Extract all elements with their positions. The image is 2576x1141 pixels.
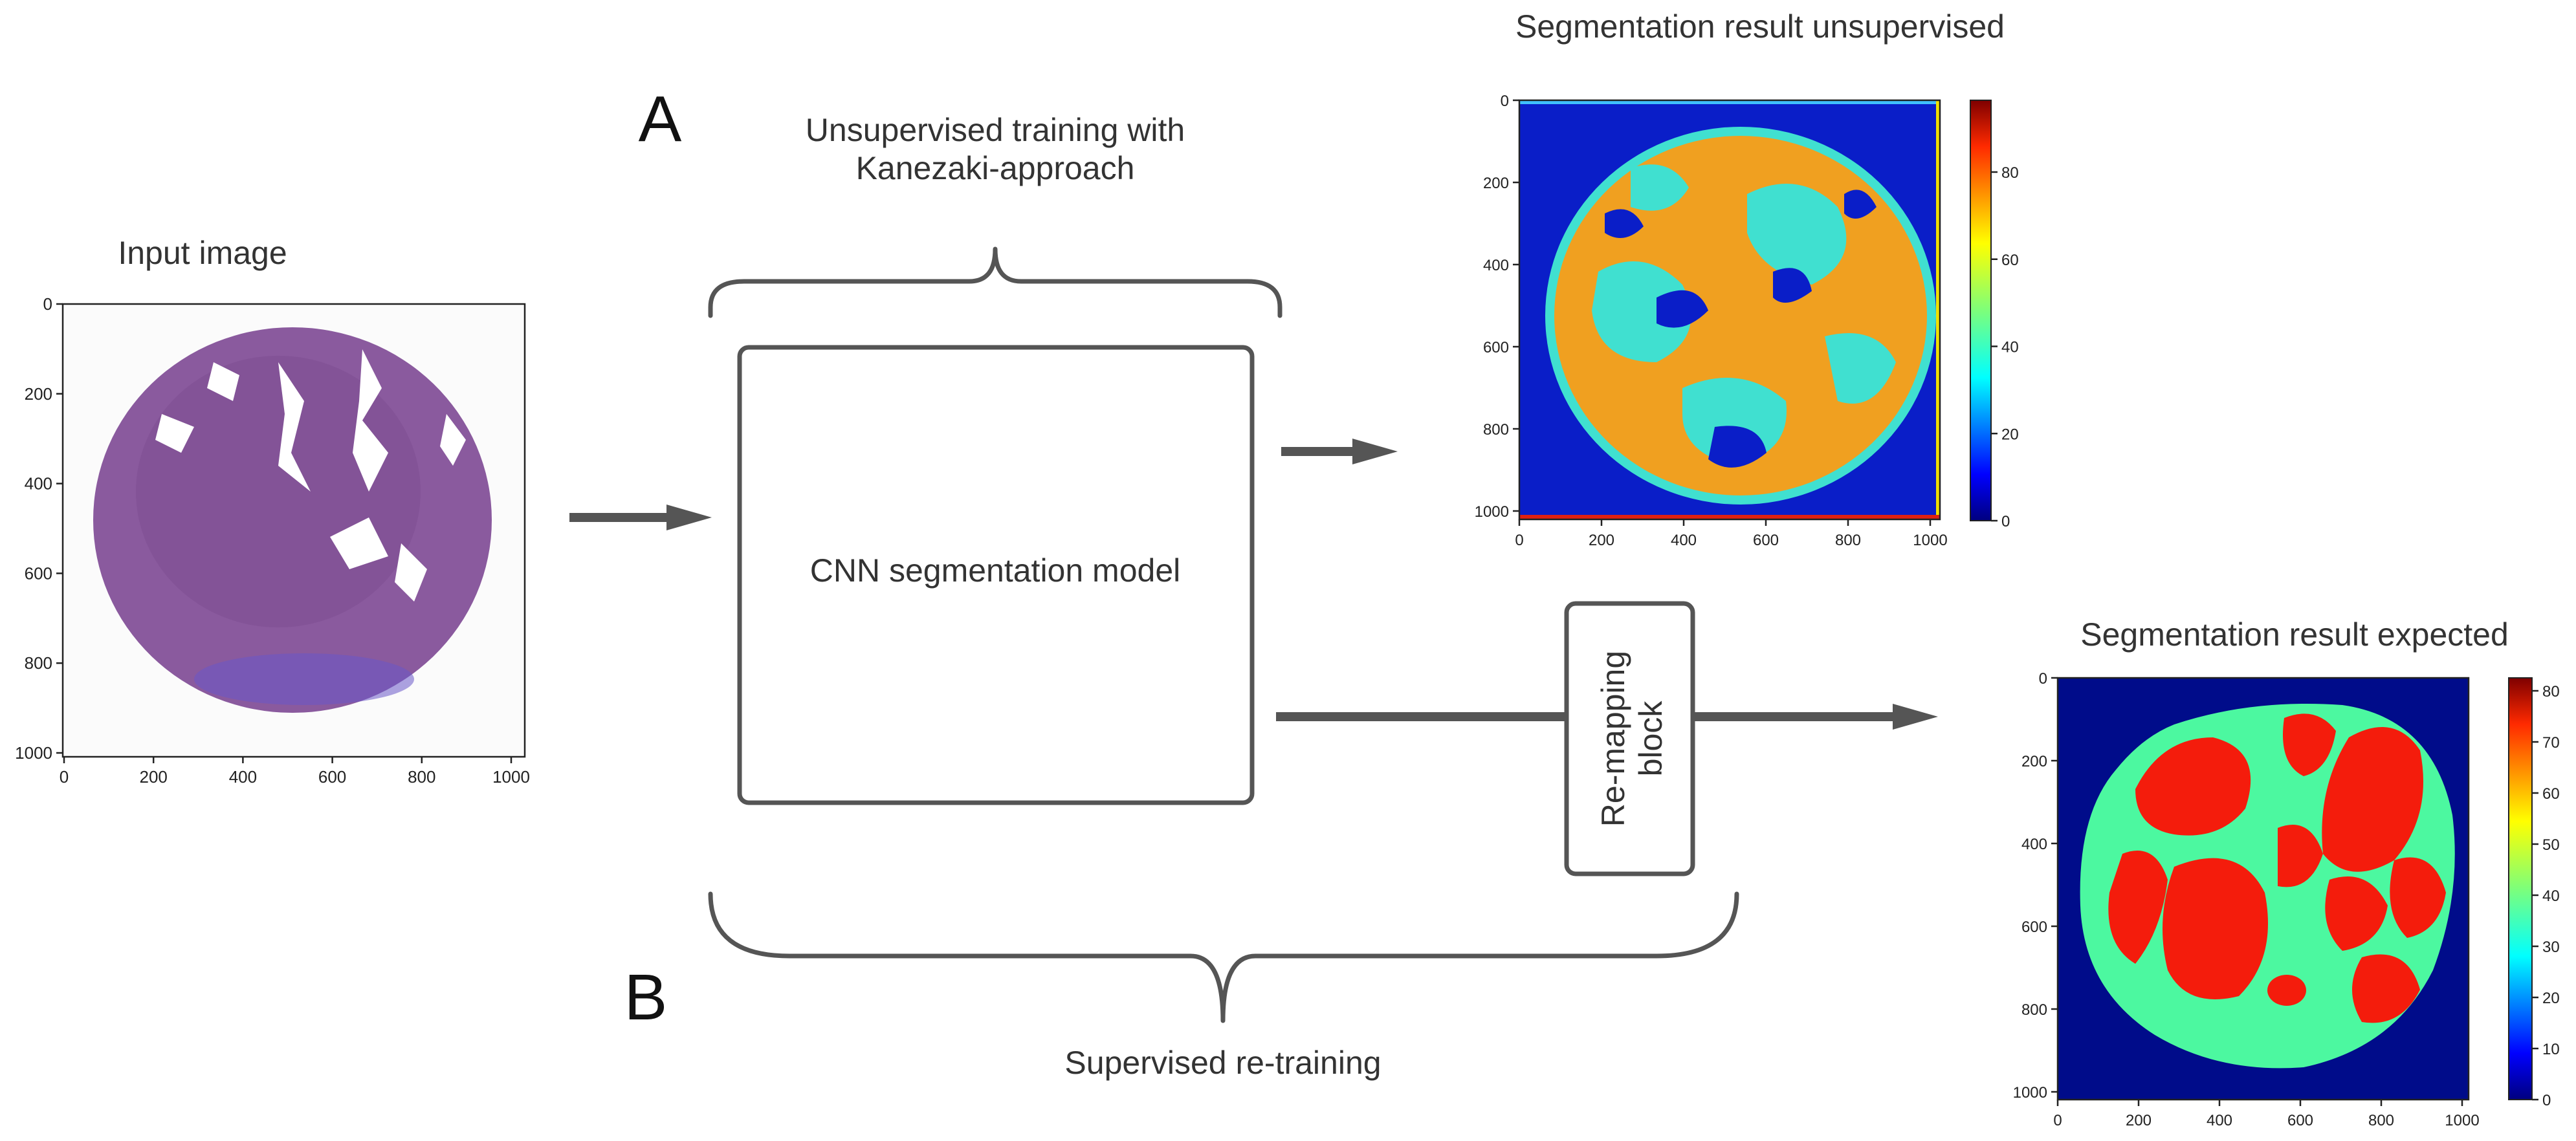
tick-label: 10 bbox=[2542, 1041, 2560, 1058]
brace-top bbox=[708, 246, 1282, 318]
tick-label: 50 bbox=[2542, 836, 2560, 854]
unsupervised-y-ticks: 0 200 400 600 800 1000 bbox=[1475, 92, 1519, 521]
cnn-model-label: CNN segmentation model bbox=[810, 552, 1181, 589]
tick-label: 400 bbox=[2207, 1112, 2232, 1129]
expected-colorbar-ticks: 0 10 20 30 40 50 60 70 80 bbox=[2532, 683, 2560, 1109]
tick-label: 200 bbox=[1483, 175, 1509, 192]
tick-label: 600 bbox=[1753, 532, 1779, 549]
tick-label: 200 bbox=[1589, 532, 1614, 549]
brace-bottom bbox=[708, 891, 1739, 1023]
tick-label: 400 bbox=[1483, 257, 1509, 274]
expected-colorbar bbox=[2508, 677, 2533, 1100]
unsupervised-segmentation bbox=[1519, 100, 1940, 519]
cnn-model-box bbox=[737, 345, 1255, 805]
tick-label: 0 bbox=[2001, 513, 2010, 530]
arrow-input-to-cnn bbox=[569, 505, 712, 530]
tissue-sample bbox=[93, 327, 492, 713]
tick-label: 1000 bbox=[1475, 503, 1509, 521]
tick-label: 400 bbox=[229, 767, 257, 787]
remapping-label-line1: Re-mapping bbox=[1595, 651, 1631, 827]
tick-label: 20 bbox=[2542, 990, 2560, 1007]
tick-label: 800 bbox=[1835, 532, 1861, 549]
unsupervised-result-title: Segmentation result unsupervised bbox=[1515, 8, 2005, 45]
tick-label: 0 bbox=[1501, 92, 1509, 110]
expected-result-title: Segmentation result expected bbox=[2080, 616, 2509, 653]
tick-label: 200 bbox=[140, 767, 168, 787]
remapping-block-label: Re-mapping block bbox=[1595, 651, 1669, 827]
unsupervised-result-plot: 0 200 400 600 800 1000 0 200 400 600 800 1000 0 20 4… bbox=[1475, 92, 2019, 549]
tick-label: 0 bbox=[2053, 1112, 2062, 1129]
tick-label: 400 bbox=[25, 474, 52, 494]
tick-label: 0 bbox=[43, 294, 52, 314]
tick-label: 600 bbox=[1483, 339, 1509, 356]
expected-result-plot: 0 200 400 600 800 1000 0 200 400 600 800 1000 0 10 2… bbox=[2013, 670, 2560, 1129]
tick-label: 1000 bbox=[15, 743, 52, 763]
input-image-plot: 0 200 400 600 800 1000 0 200 400 600 800 1000 bbox=[15, 294, 530, 787]
tick-label: 400 bbox=[1671, 532, 1697, 549]
unsupervised-colorbar bbox=[1970, 100, 1992, 521]
tick-label: 1000 bbox=[1913, 532, 1947, 549]
tick-label: 30 bbox=[2542, 939, 2560, 956]
input-image-axes bbox=[61, 303, 526, 758]
tick-label: 70 bbox=[2542, 734, 2560, 752]
tick-label: 20 bbox=[2001, 426, 2019, 443]
panel-label-b: B bbox=[624, 961, 668, 1034]
tick-label: 1000 bbox=[492, 767, 530, 787]
unsupervised-label-line2: Kanezaki-approach bbox=[856, 150, 1135, 186]
remapping-block-box bbox=[1564, 601, 1695, 876]
expected-segmentation bbox=[2080, 704, 2455, 1069]
tick-label: 800 bbox=[1483, 421, 1509, 439]
supervised-label: Supervised re-training bbox=[1064, 1045, 1381, 1081]
tick-label: 0 bbox=[1515, 532, 1523, 549]
tick-label: 1000 bbox=[2445, 1112, 2479, 1129]
tick-label: 800 bbox=[408, 767, 435, 787]
tick-label: 600 bbox=[2287, 1112, 2313, 1129]
tick-label: 400 bbox=[2021, 836, 2047, 853]
input-y-ticks: 0 200 400 600 800 1000 bbox=[15, 294, 63, 763]
tick-label: 80 bbox=[2542, 683, 2560, 701]
tick-label: 600 bbox=[2021, 918, 2047, 936]
unsupervised-axes bbox=[1518, 99, 1941, 521]
tick-label: 40 bbox=[2001, 339, 2019, 356]
tick-label: 0 bbox=[2542, 1092, 2551, 1109]
tick-label: 0 bbox=[60, 767, 69, 787]
tick-label: 800 bbox=[2368, 1112, 2394, 1129]
tick-label: 200 bbox=[2021, 753, 2047, 770]
expected-axes bbox=[2056, 677, 2470, 1101]
tick-label: 200 bbox=[25, 384, 52, 404]
tick-label: 60 bbox=[2542, 785, 2560, 803]
arrow-remap-to-expected bbox=[1694, 704, 1938, 730]
tick-label: 800 bbox=[25, 653, 52, 673]
tick-label: 0 bbox=[2039, 670, 2047, 688]
unsupervised-colorbar-ticks: 0 20 40 60 80 bbox=[1991, 164, 2019, 530]
input-image-title: Input image bbox=[118, 235, 287, 271]
unsupervised-x-ticks: 0 200 400 600 800 1000 bbox=[1515, 519, 1948, 549]
tick-label: 800 bbox=[2021, 1001, 2047, 1019]
tick-label: 600 bbox=[25, 563, 52, 583]
expected-y-ticks: 0 200 400 600 800 1000 bbox=[2013, 670, 2058, 1102]
arrow-cnn-to-unsupervised bbox=[1281, 439, 1398, 464]
tick-label: 1000 bbox=[2013, 1084, 2047, 1102]
tick-label: 80 bbox=[2001, 164, 2019, 182]
tick-label: 600 bbox=[318, 767, 346, 787]
expected-x-ticks: 0 200 400 600 800 1000 bbox=[2053, 1100, 2480, 1129]
tick-label: 60 bbox=[2001, 252, 2019, 269]
remapping-label-line2: block bbox=[1633, 701, 1669, 777]
tick-label: 200 bbox=[2126, 1112, 2152, 1129]
unsupervised-label-line1: Unsupervised training with bbox=[806, 112, 1185, 148]
tick-label: 40 bbox=[2542, 887, 2560, 905]
panel-label-a: A bbox=[639, 83, 682, 155]
input-x-ticks: 0 200 400 600 800 1000 bbox=[60, 757, 530, 787]
